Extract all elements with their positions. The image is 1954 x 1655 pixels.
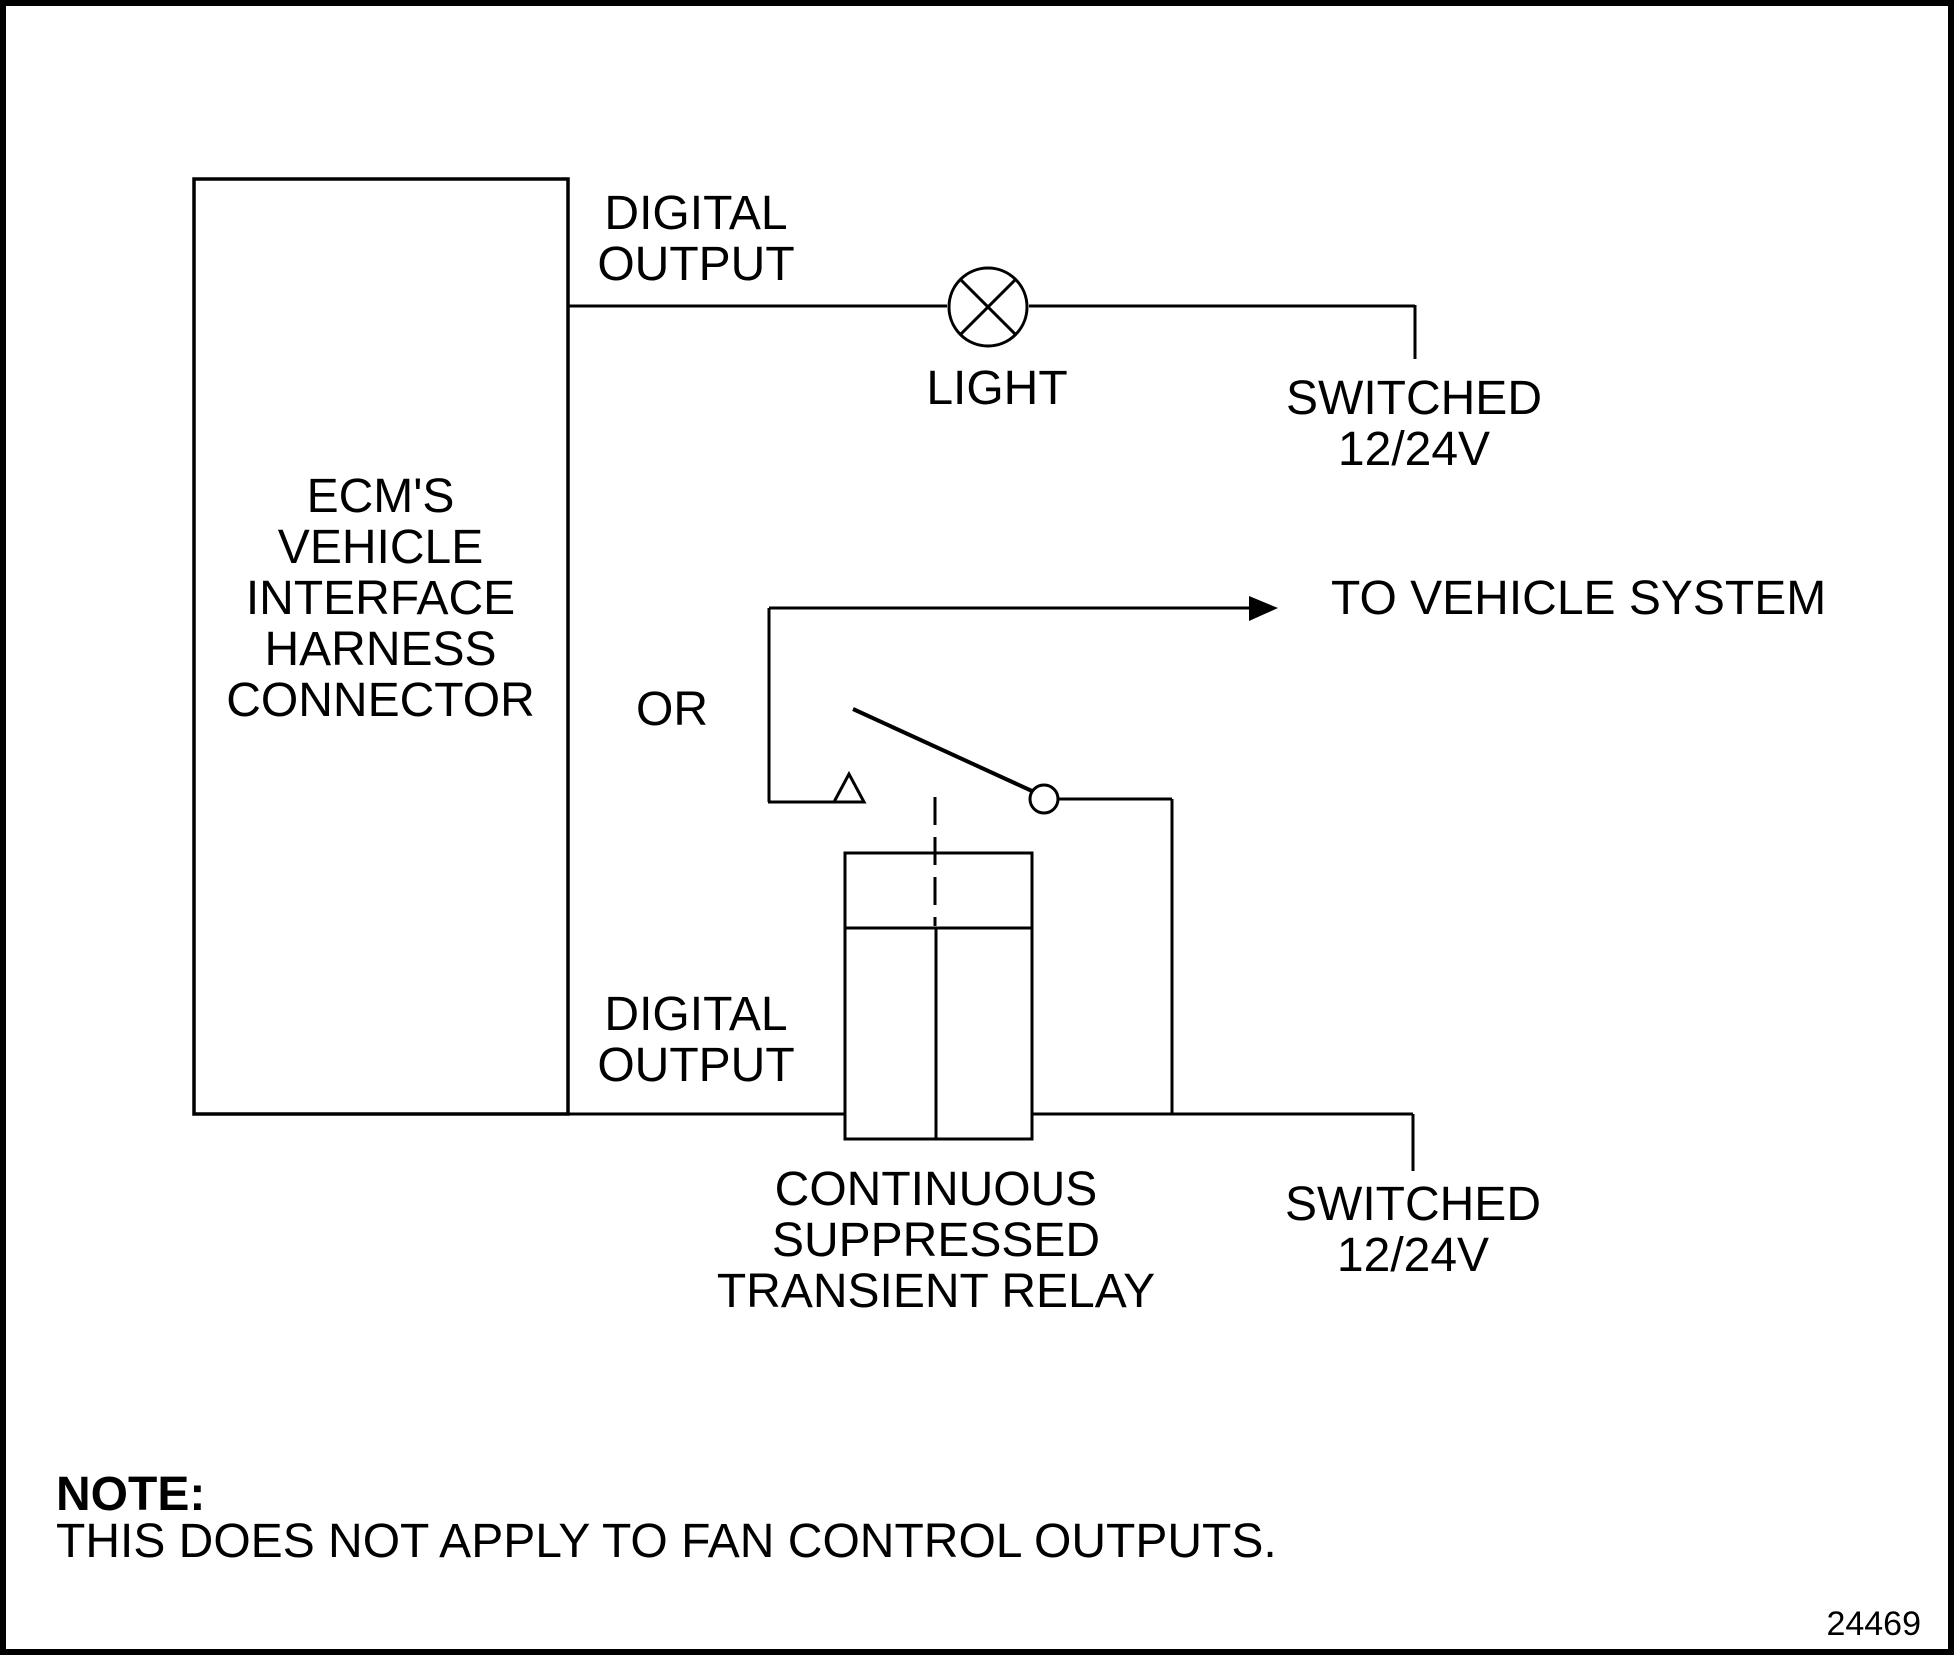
relay-icon — [843, 851, 1034, 1141]
wire-or-branch — [767, 606, 1251, 802]
wire-digital-output-top — [568, 304, 1417, 359]
switch-icon — [768, 707, 1174, 1114]
to-vehicle-system-label: TO VEHICLE SYSTEM — [1331, 572, 1827, 625]
switched-12-24v-top-label: SWITCHED 12/24V — [1286, 372, 1542, 476]
note-body: THIS DOES NOT APPLY TO FAN CONTROL OUTPU… — [56, 1515, 1277, 1568]
digital-output-bottom-label: DIGITAL OUTPUT — [597, 988, 795, 1092]
light-icon — [947, 266, 1029, 348]
figure-number: 24469 — [1826, 1605, 1921, 1643]
wiring-diagram — [192, 177, 1417, 1171]
relay-label: CONTINUOUS SUPPRESSED TRANSIENT RELAY — [716, 1163, 1156, 1318]
ecm-connector-box — [192, 177, 570, 1116]
wire-digital-output-bottom — [568, 1112, 1415, 1171]
note-title: NOTE: — [56, 1468, 206, 1521]
light-label: LIGHT — [926, 362, 1068, 415]
ecm-connector-label: ECM'S VEHICLE INTERFACE HARNESS CONNECTO… — [226, 470, 535, 727]
digital-output-top-label: DIGITAL OUTPUT — [597, 187, 795, 291]
switched-12-24v-bottom-label: SWITCHED 12/24V — [1285, 1178, 1541, 1282]
arrow-icon — [1249, 596, 1278, 621]
or-label: OR — [636, 683, 708, 736]
